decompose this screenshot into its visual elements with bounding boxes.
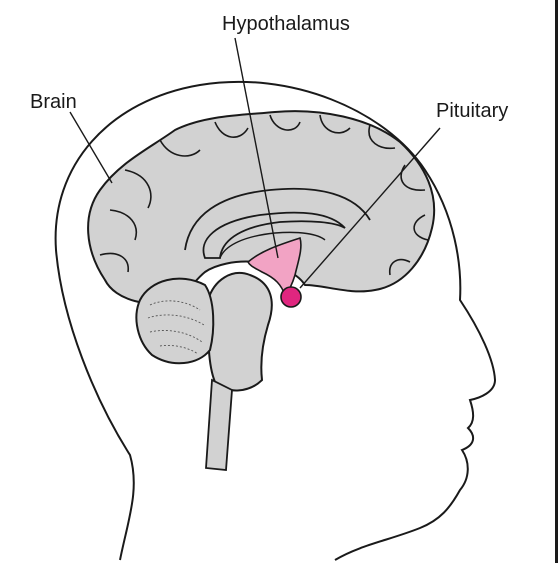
- right-edge-border: [555, 0, 558, 563]
- spinal-cord: [205, 378, 233, 471]
- brain-label: Brain: [30, 91, 77, 113]
- head-outline: [54, 80, 497, 561]
- cerebellum: [135, 277, 215, 365]
- corpus-callosum-band: [202, 211, 346, 259]
- cerebellum-folia: [147, 300, 205, 355]
- hypothalamus-label: Hypothalamus: [222, 13, 350, 35]
- cerebrum: [87, 110, 436, 305]
- brainstem: [206, 272, 273, 392]
- gyri-folds: [99, 114, 429, 276]
- pituitary-gland: [280, 286, 302, 308]
- lateral-ventricle: [219, 231, 326, 259]
- hypothalamus-leader-line: [234, 37, 279, 259]
- pituitary-leader-line: [299, 127, 441, 289]
- pituitary-label: Pituitary: [436, 100, 509, 122]
- corpus-callosum-outer: [184, 187, 371, 251]
- brain-leader-line: [69, 111, 113, 184]
